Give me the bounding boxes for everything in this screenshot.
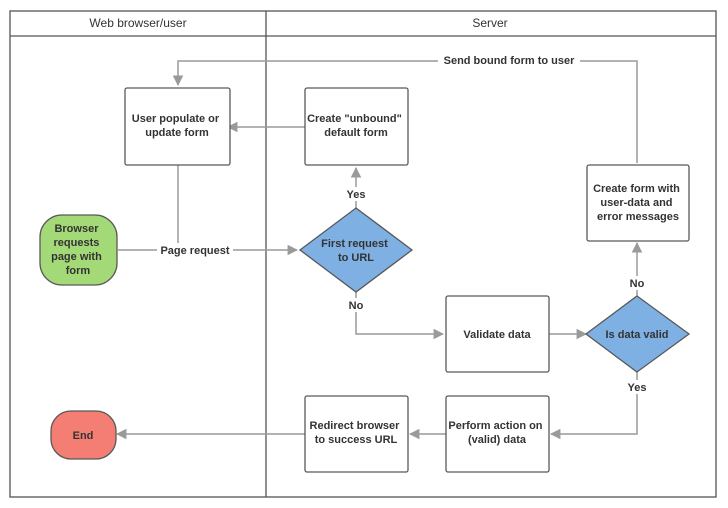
- node-perform-action-box: [445, 395, 550, 473]
- node-redirect: Redirect browser to success URL: [310, 420, 403, 446]
- lane-title-server: Server: [472, 16, 507, 30]
- node-create-form-errors-box: [586, 164, 690, 242]
- node-redirect-box: [304, 395, 409, 473]
- node-is-valid-diamond: [584, 295, 691, 373]
- node-user-populate: User populate or update form: [132, 113, 222, 139]
- node-browser-requests: Browser requests page with form: [51, 223, 105, 277]
- node-validate: Validate data: [463, 329, 531, 341]
- node-first-request: First request to URL: [321, 238, 391, 264]
- edge-label-page-request: Page request: [160, 245, 229, 257]
- node-create-unbound: Create "unbound" default form: [307, 113, 405, 139]
- node-validate-box: [445, 295, 550, 373]
- node-end-box: [50, 410, 117, 460]
- node-end: End: [73, 430, 94, 442]
- node-create-form-errors: Create form with user-data and error mes…: [593, 183, 683, 223]
- edge-label-first-yes: Yes: [347, 189, 366, 201]
- edge-label-valid-yes: Yes: [628, 382, 647, 394]
- node-create-unbound-box: [304, 87, 409, 166]
- node-browser-requests-box: [39, 214, 118, 286]
- node-user-populate-box: [124, 87, 231, 166]
- edge-label-send-bound-form: Send bound form to user: [444, 55, 575, 67]
- node-perform-action: Perform action on (valid) data: [448, 420, 545, 446]
- edge-send-bound-form: [172, 60, 638, 163]
- edge-label-first-no: No: [349, 300, 364, 312]
- node-first-request-diamond: [298, 207, 414, 293]
- node-is-valid: Is data valid: [606, 329, 669, 341]
- lane-title-browser: Web browser/user: [89, 16, 186, 30]
- edge-label-valid-no: No: [630, 278, 645, 290]
